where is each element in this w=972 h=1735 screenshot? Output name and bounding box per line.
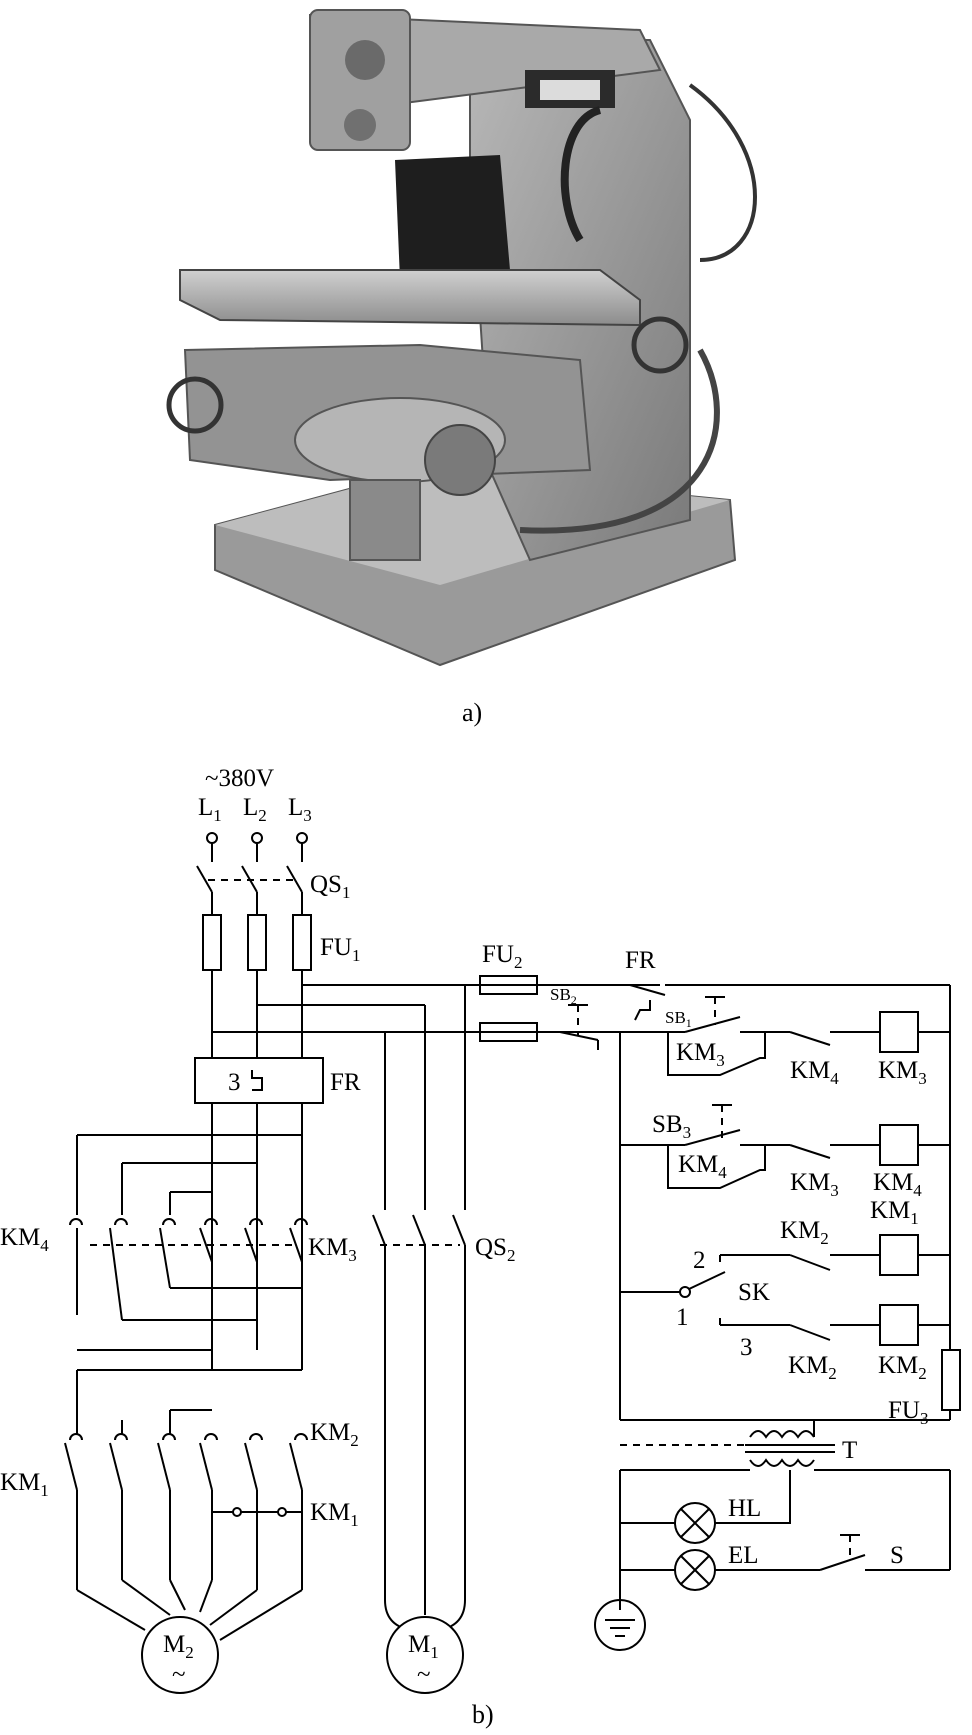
km2-coil-label: KM2 [878, 1352, 927, 1383]
coil-km3 [879, 1011, 919, 1053]
coil-km1 [879, 1234, 919, 1276]
sk-pos1: 1 [676, 1304, 689, 1331]
caption-a: a) [462, 698, 483, 727]
fr-label: FR [330, 1069, 361, 1096]
fu1-label: FU1 [320, 934, 360, 965]
m1-label: M1 [408, 1631, 439, 1662]
milling-machine-photo: a) [166, 9, 757, 667]
m2-label: M2 [163, 1631, 194, 1662]
sb3-label: SB3 [652, 1111, 691, 1142]
fuse-fu3 [941, 1349, 961, 1411]
machine-body [166, 9, 757, 667]
terminal-l3 [296, 832, 308, 844]
control-circuit [479, 975, 961, 1651]
km2-bot-label: KM2 [788, 1352, 837, 1383]
phase-l1-label: L1 [198, 794, 222, 825]
s-label: S [890, 1542, 904, 1569]
km3-coil-label: KM3 [878, 1057, 927, 1088]
sb2-label: SB2 [550, 985, 577, 1007]
coil-km2 [879, 1304, 919, 1346]
supply-voltage: ~380V [205, 765, 274, 792]
sk-pos2: 2 [693, 1247, 706, 1274]
sk-pos3: 3 [740, 1334, 753, 1361]
switch-qs2 [372, 1214, 466, 1580]
phase-l2-label: L2 [243, 794, 267, 825]
motor-m1: M1 ~ [384, 1580, 466, 1694]
motor-m2: M2 ~ [76, 1579, 303, 1694]
sk-pivot [679, 1286, 691, 1298]
fr-contact-label: FR [625, 947, 656, 974]
km4-coil-label: KM4 [873, 1169, 922, 1200]
km1-main-label: KM1 [0, 1469, 49, 1500]
km2-main-label: KM2 [310, 1419, 359, 1450]
speed-contactors [64, 1369, 308, 1590]
fuse-fu1 [202, 914, 312, 971]
caption-b: b) [472, 1700, 494, 1729]
km4-main-label: KM4 [0, 1224, 49, 1255]
fu2-label: FU2 [482, 941, 522, 972]
reversing-contactors [69, 1134, 308, 1351]
wiring-schematic: ~380V L1 L2 L3 QS1 FU1 [0, 765, 961, 1694]
km3-hold-label: KM3 [676, 1039, 725, 1070]
km1-coil-label: KM1 [870, 1197, 919, 1228]
sb1-label: SB1 [665, 1008, 692, 1030]
transformer-label: T [842, 1437, 857, 1464]
qs1-label: QS1 [310, 871, 350, 902]
km2-top-label: KM2 [780, 1217, 829, 1248]
fr-block-number: 3 [228, 1069, 241, 1096]
qs2-label: QS2 [475, 1234, 515, 1265]
coil-km4 [879, 1124, 919, 1166]
m2-symbol: ~ [172, 1661, 186, 1688]
supply-lines: ~380V L1 L2 L3 QS1 FU1 [196, 765, 660, 1210]
ground-symbol [594, 1599, 646, 1651]
fu3-label: FU3 [888, 1397, 928, 1428]
km3-main-label: KM3 [308, 1234, 357, 1265]
sk-label: SK [738, 1279, 770, 1306]
terminal-l1 [206, 832, 218, 844]
hl-label: HL [728, 1495, 761, 1522]
km1-aux-label: KM1 [310, 1499, 359, 1530]
m1-symbol: ~ [417, 1661, 431, 1688]
el-label: EL [728, 1542, 759, 1569]
phase-l3-label: L3 [288, 794, 312, 825]
terminal-l2 [251, 832, 263, 844]
km3-interlock-label: KM3 [790, 1169, 839, 1200]
km4-interlock-label: KM4 [790, 1057, 839, 1088]
km4-hold-label: KM4 [678, 1151, 727, 1182]
thermal-relay-fr: 3 FR [194, 1057, 361, 1104]
